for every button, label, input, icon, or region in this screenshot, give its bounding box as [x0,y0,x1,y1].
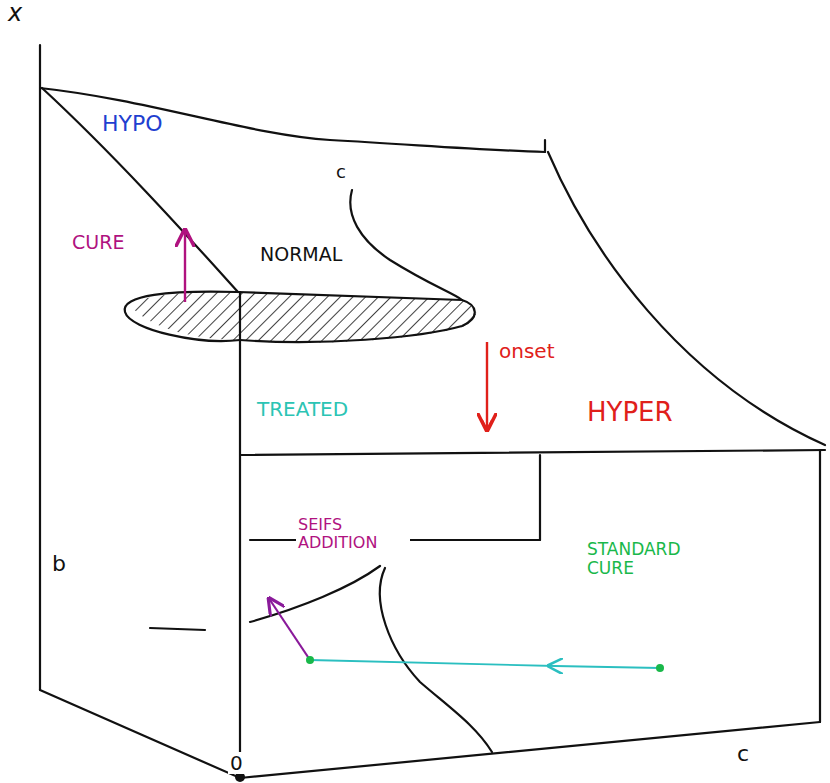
axis-label: x [6,0,24,26]
path-label: STANDARD CURE [585,540,704,577]
region-label: HYPER [585,398,675,427]
region-label: TREATED [255,398,350,420]
axis-label: c [735,742,751,766]
arrow-label: CURE [70,232,126,253]
region-label: HYPO [100,112,165,136]
axis-label: b [50,552,68,576]
origin-label: 0 [228,752,245,774]
path-label: SEIFS ADDITION [296,516,410,551]
curve-label: c [334,162,348,182]
region-label: NORMAL [258,244,344,265]
arrow-label: onset [497,340,556,362]
